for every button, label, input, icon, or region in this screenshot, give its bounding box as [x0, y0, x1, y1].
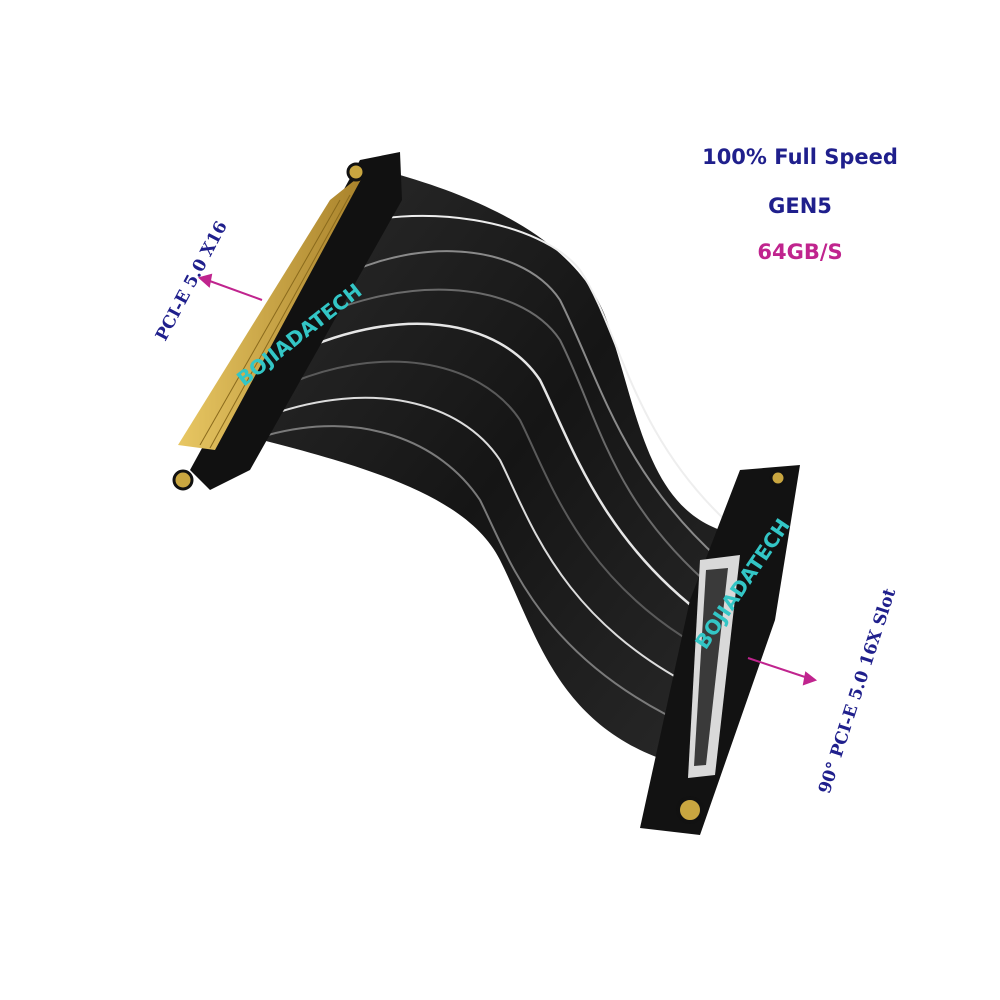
ribbon-cable [262, 174, 740, 770]
cable-wire-highlights [267, 214, 726, 731]
spec-full-speed: 100% Full Speed [702, 145, 898, 169]
spec-bandwidth: 64GB/S [757, 240, 843, 264]
bottom-label-arrow [747, 657, 818, 686]
spec-generation: GEN5 [768, 194, 832, 218]
top-pcie-x16-connector [172, 152, 402, 491]
top-label-arrow [197, 273, 263, 301]
bottom-pcie-slot-connector [640, 465, 800, 835]
